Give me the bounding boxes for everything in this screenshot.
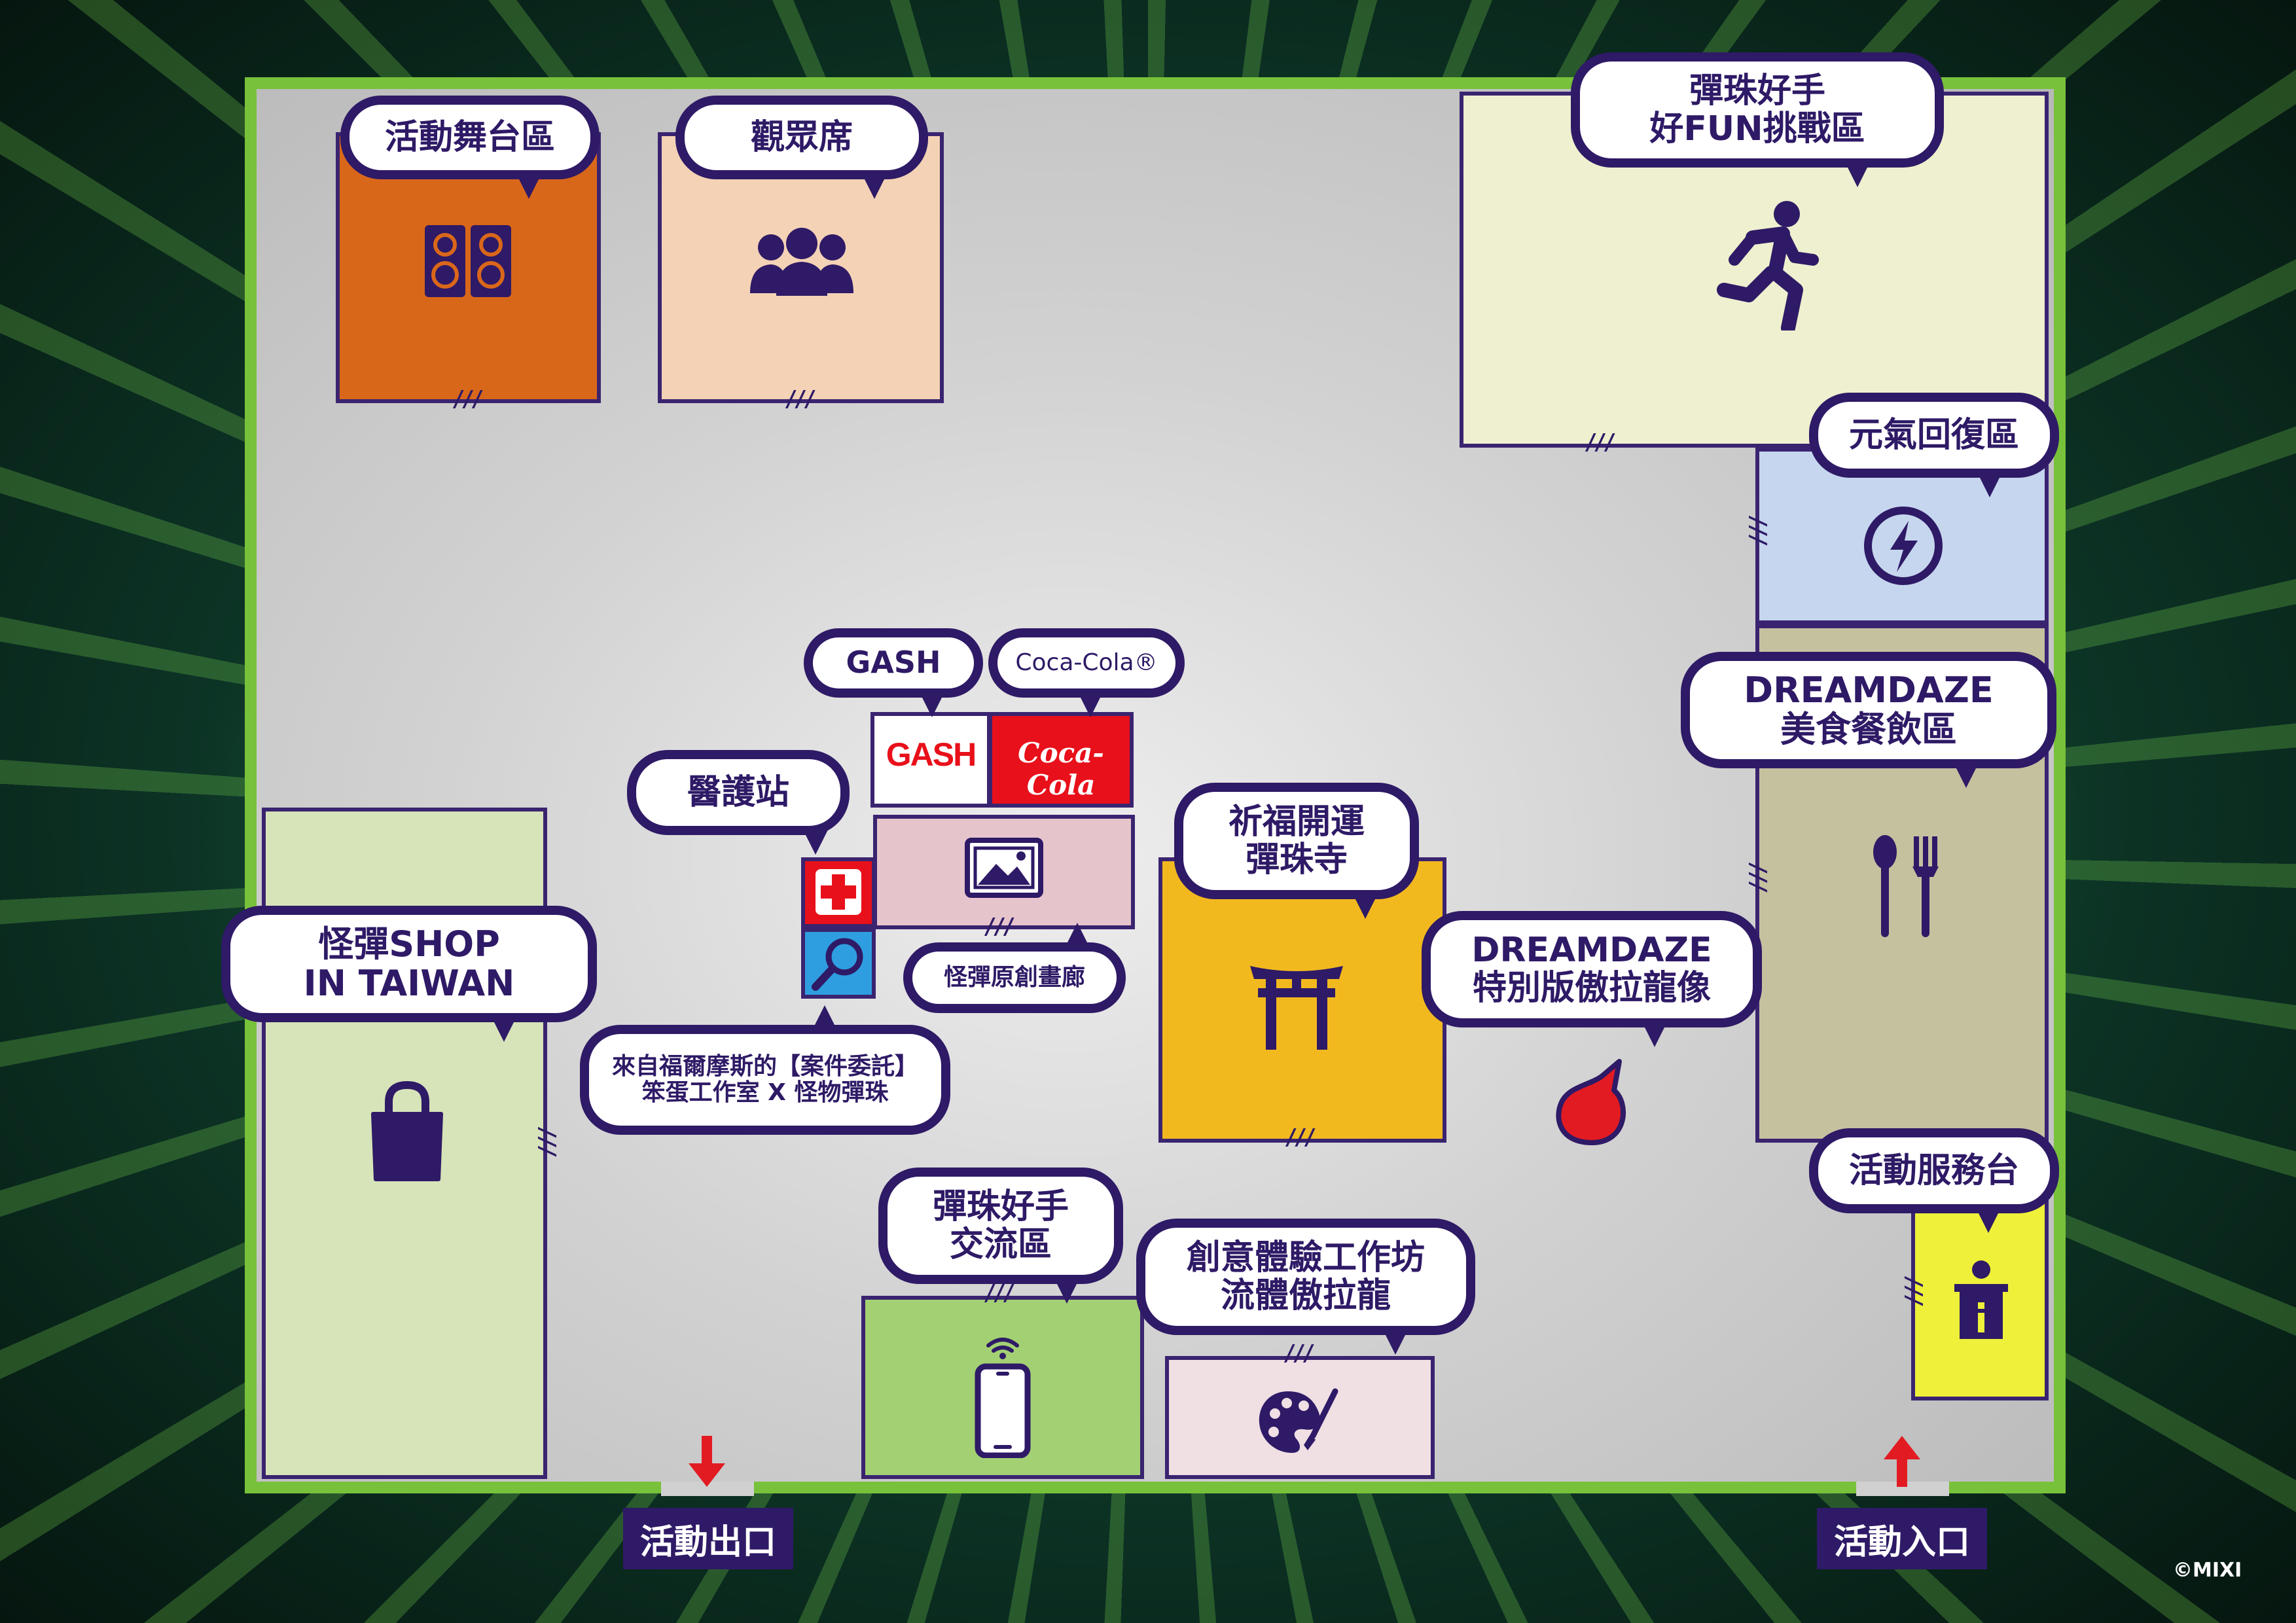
people-icon [750,228,853,296]
service-door: /// [1901,1275,1927,1304]
exit-opening [661,1482,754,1496]
coca-cola-label-tail [1076,688,1105,717]
exit-label[interactable]: 活動出口 [623,1508,793,1569]
temple-label-tail [1351,890,1380,919]
info-desk-icon [1954,1260,2008,1339]
shop-door: /// [534,1126,560,1154]
exchange-door: /// [983,1280,1015,1306]
stage-label-text: 活動舞台區 [384,117,555,157]
stage-door: /// [452,386,484,412]
service-label[interactable]: 活動服務台 [1809,1128,2059,1233]
coca-cola-label-text: Coca-Cola® [1015,649,1158,676]
challenge-label-tail [1843,158,1872,187]
audience-label-text: 觀眾席 [750,117,853,157]
sherlock-label-text: 來自福爾摩斯的【案件委託】 笨蛋工作室 X 怪物彈珠 [611,1052,918,1106]
audience-label-tail [860,170,889,199]
sherlock-label[interactable]: 來自福爾摩斯的【案件委託】 笨蛋工作室 X 怪物彈珠 [580,1005,950,1135]
entrance-opening [1856,1482,1949,1496]
medical-cross-icon [816,869,861,915]
shop-label-text: 怪彈SHOP IN TAIWAN [303,923,515,1004]
magnifier-icon [812,938,863,991]
picture-frame-icon [965,838,1043,898]
torii-gate-icon [1250,966,1343,1050]
coca-cola-label[interactable]: Coca-Cola® [988,628,1185,717]
medical-label[interactable]: 醫護站 [627,750,850,855]
palette-brush-icon [1259,1388,1338,1453]
running-person-icon [1717,201,1819,330]
recovery-door: /// [1745,514,1771,543]
entrance-label[interactable]: 活動入口 [1817,1508,1987,1569]
lightning-icon [1864,507,1943,585]
stage-label-tail [514,170,543,199]
shop-label-tail [490,1013,518,1042]
recovery-label-tail [1975,469,2004,497]
audience-label[interactable]: 觀眾席 [675,96,928,199]
food-label[interactable]: DREAMDAZE 美食餐飲區 [1681,652,2056,788]
recovery-label-text: 元氣回復區 [1848,415,2019,455]
gallery-label[interactable]: 怪彈原創畫廊 [903,923,1126,1013]
exchange-label-tail [1052,1275,1081,1304]
exchange-label[interactable]: 彈珠好手 交流區 [878,1168,1123,1304]
exchange-label-text: 彈珠好手 交流區 [932,1186,1069,1264]
gash-label[interactable]: GASH [804,628,983,717]
coca-cola-logo: Coca-Cola [1018,737,1104,801]
workshop-door: /// [1283,1340,1315,1366]
smartphone-wifi-icon [975,1338,1031,1458]
stage-label[interactable]: 活動舞台區 [340,96,600,199]
gallery-door: /// [983,914,1015,940]
coca-cola-booth[interactable] [988,712,1134,808]
fork-spoon-icon [1873,835,1939,937]
gash-logo: GASH [886,736,977,773]
gallery-label-text: 怪彈原創畫廊 [943,963,1085,991]
statue-label-text: DREAMDAZE 特別版傲拉龍像 [1471,930,1712,1008]
temple-label-text: 祈福開運 彈珠寺 [1228,802,1365,880]
challenge-label[interactable]: 彈珠好手 好FUN挑戰區 [1571,52,1944,187]
oragon-statue-icon [1556,1059,1626,1145]
food-label-text: DREAMDAZE 美食餐飲區 [1744,669,1994,750]
gallery-label-tail [1063,923,1092,952]
food-door: /// [1745,861,1771,890]
sherlock-label-tail [810,1005,839,1034]
temple-label[interactable]: 祈福開運 彈珠寺 [1174,783,1419,919]
recovery-label[interactable]: 元氣回復區 [1809,393,2059,497]
service-label-text: 活動服務台 [1848,1150,2019,1190]
medical-label-text: 醫護站 [687,772,789,812]
gash-label-text: GASH [846,645,941,681]
workshop-label[interactable]: 創意體驗工作坊 流體傲拉龍 [1136,1219,1475,1355]
exit-arrow-icon [689,1436,725,1487]
copyright-text: ©MIXI [2173,1559,2242,1582]
service-label-tail [1974,1204,2003,1233]
workshop-label-tail [1381,1326,1410,1355]
workshop-label-text: 創意體驗工作坊 流體傲拉龍 [1186,1238,1425,1315]
shopping-bag-icon [371,1081,443,1181]
shop-label[interactable]: 怪彈SHOP IN TAIWAN [221,906,597,1042]
entrance-arrow-icon [1884,1436,1920,1487]
statue-label-tail [1640,1018,1669,1047]
challenge-label-text: 彈珠好手 好FUN挑戰區 [1649,71,1865,149]
statue-label[interactable]: DREAMDAZE 特別版傲拉龍像 [1422,911,1762,1047]
audience-door: /// [784,386,816,412]
challenge-door: /// [1584,429,1616,455]
temple-door: /// [1284,1124,1316,1150]
speaker-icon [425,225,511,297]
gash-label-tail [918,688,946,717]
medical-label-tail [801,826,830,855]
food-label-tail [1952,759,1981,788]
